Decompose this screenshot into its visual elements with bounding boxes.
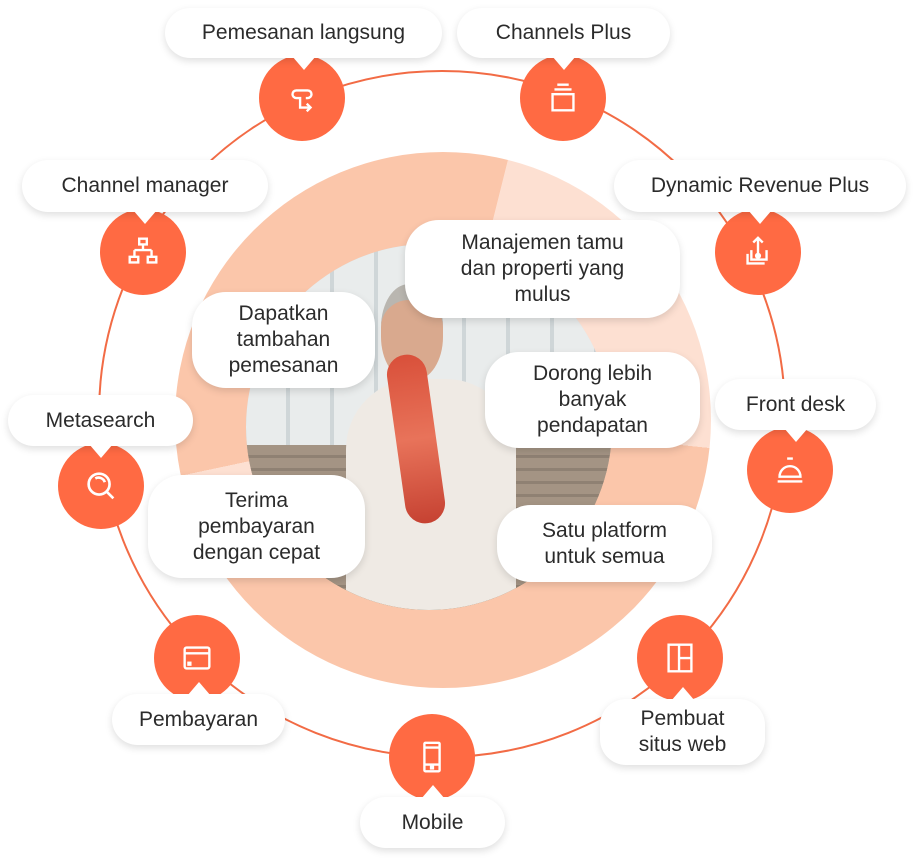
benefit-guest-management: Manajemen tamu dan properti yang mulus — [405, 220, 680, 318]
website-layout-icon[interactable] — [637, 615, 723, 701]
product-label-front-desk[interactable]: Front desk — [715, 379, 876, 442]
hierarchy-icon[interactable] — [100, 209, 186, 295]
product-label-channel-manager[interactable]: Channel manager — [22, 160, 268, 224]
product-label-pembayaran[interactable]: Pembayaran — [112, 682, 285, 745]
product-label-pembuat-situs-web[interactable]: Pembuat situs web — [600, 687, 765, 765]
benefit-more-revenue: Dorong lebih banyak pendapatan — [485, 352, 700, 448]
benefit-more-bookings: Dapatkan tambahan pemesanan — [192, 292, 375, 388]
booking-loop-icon[interactable] — [259, 55, 345, 141]
benefit-one-platform: Satu platform untuk semua — [497, 505, 712, 582]
product-label-mobile[interactable]: Mobile — [360, 785, 505, 848]
product-label-channels-plus[interactable]: Channels Plus — [457, 8, 670, 70]
product-label-metasearch[interactable]: Metasearch — [8, 395, 193, 458]
benefit-fast-payments: Terima pembayaran dengan cepat — [148, 475, 365, 578]
product-label-dynamic-revenue-plus[interactable]: Dynamic Revenue Plus — [614, 160, 906, 224]
product-label-pemesanan-langsung[interactable]: Pemesanan langsung — [165, 8, 442, 70]
